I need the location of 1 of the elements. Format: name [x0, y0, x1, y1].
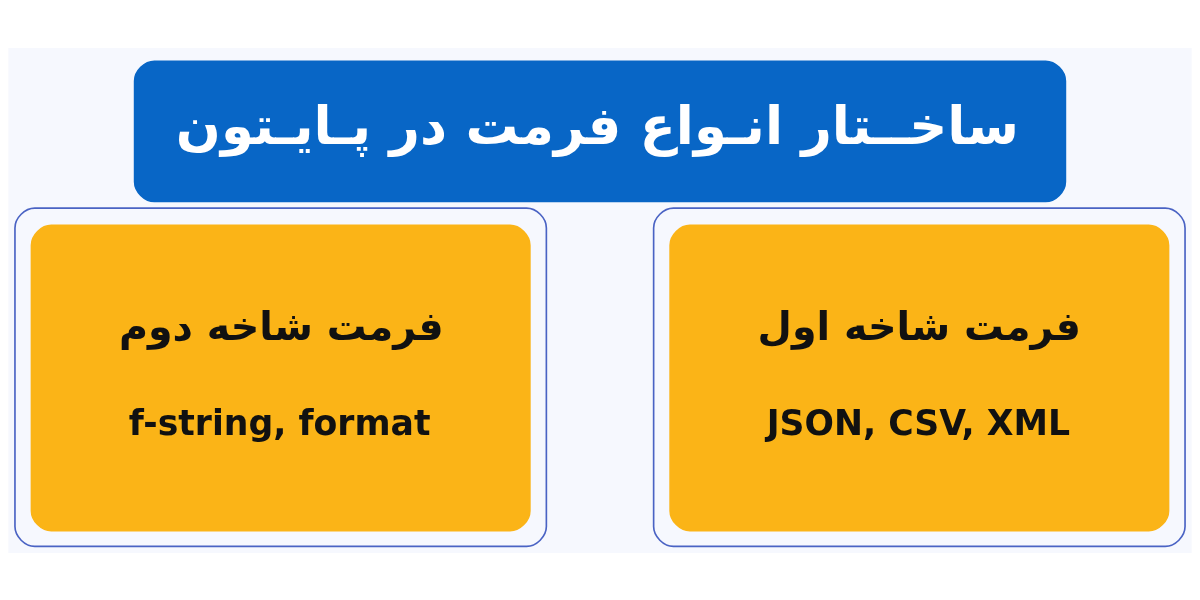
- diagram-title: ساخــتار انـواع فرمت در پـایـتون: [175, 94, 1020, 156]
